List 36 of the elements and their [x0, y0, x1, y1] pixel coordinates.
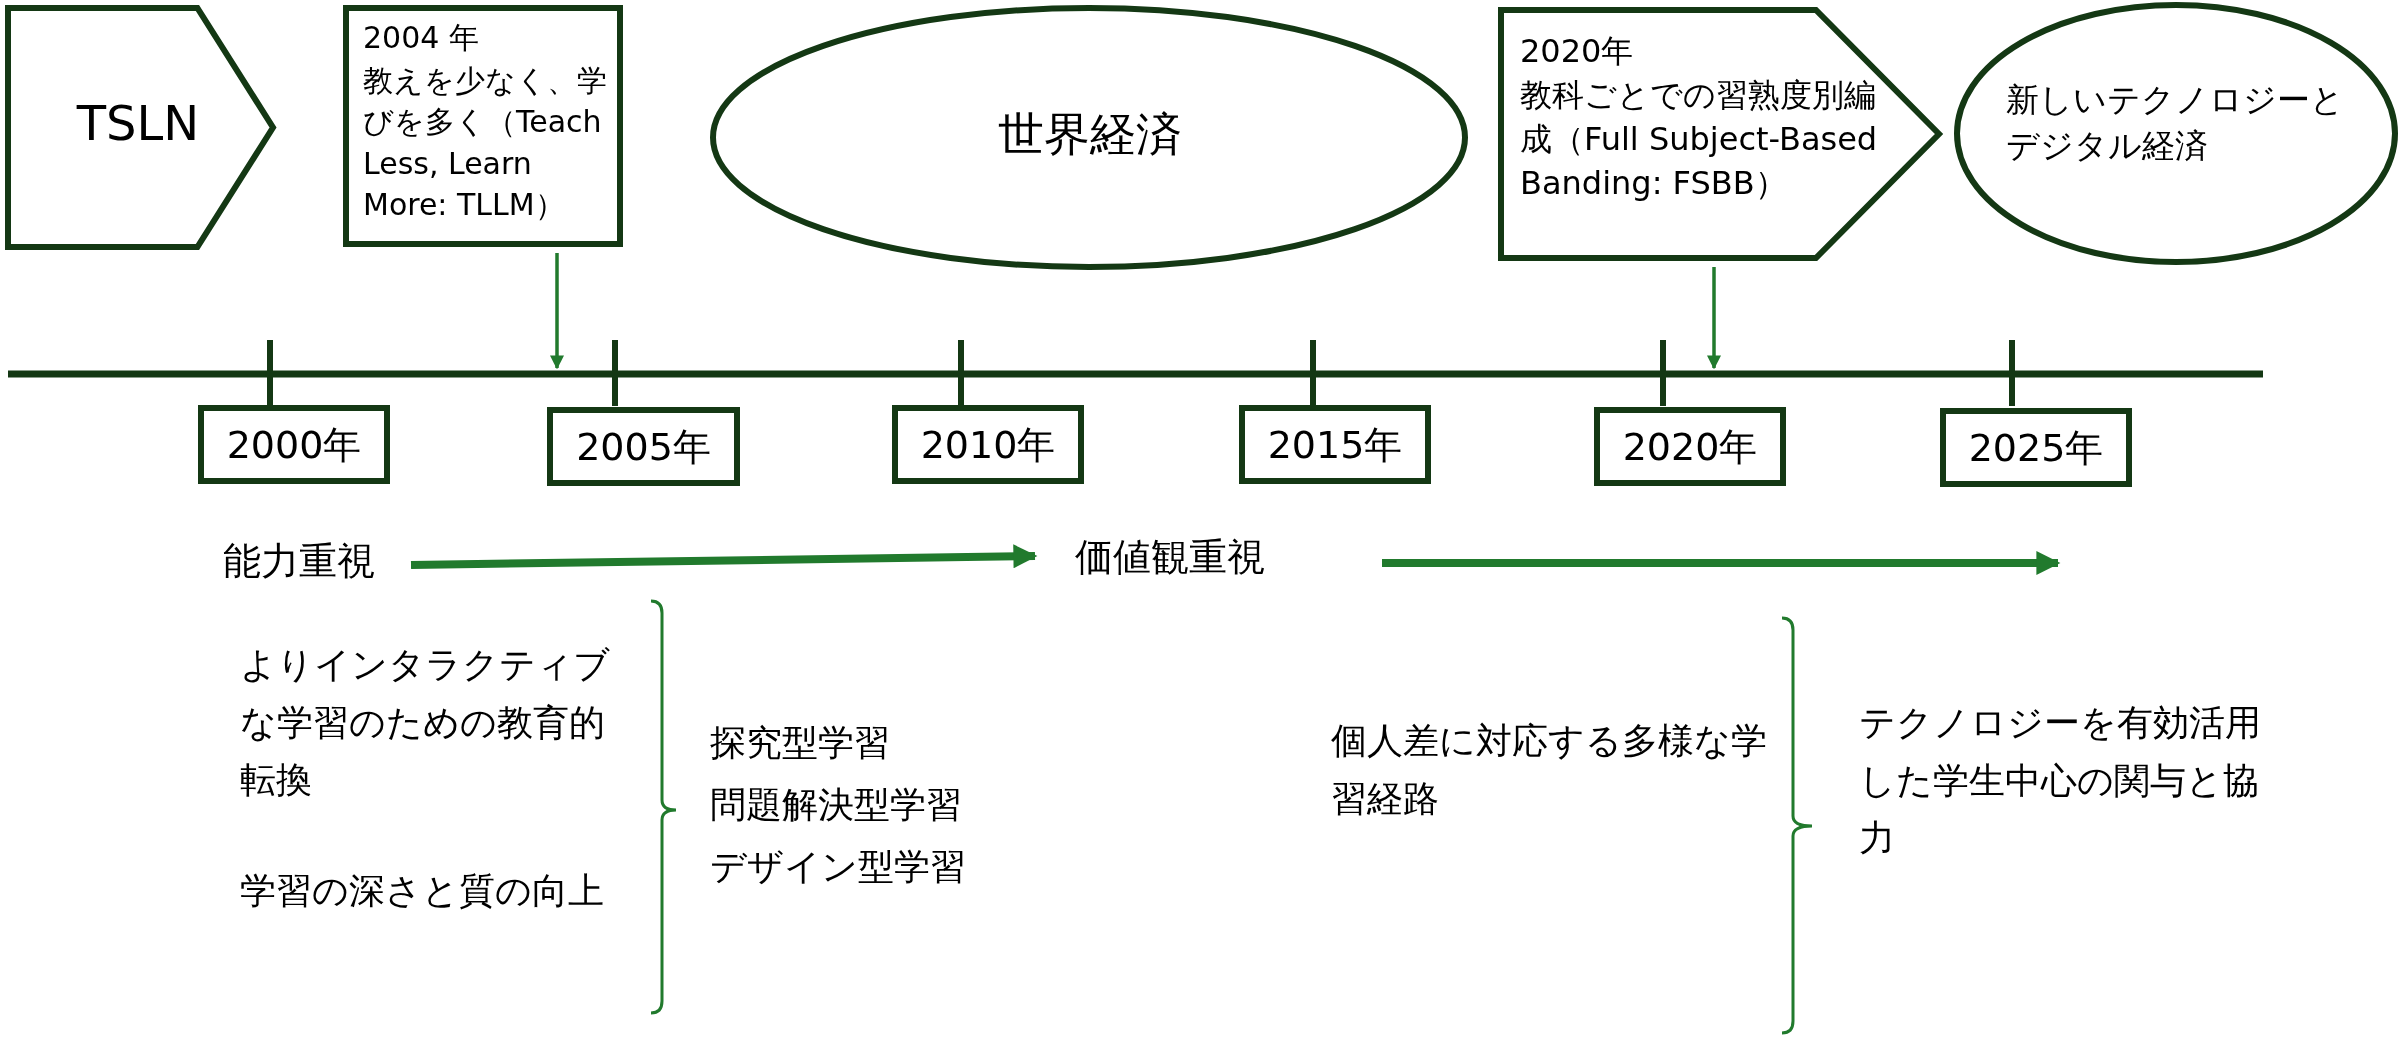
node-text: 2025年 [1967, 425, 2105, 472]
node-title: 2020年 [1520, 31, 1635, 72]
node-text: 世界経済 [997, 106, 1183, 163]
year-box [1594, 407, 1786, 486]
arrow [550, 253, 564, 370]
year-box [1940, 408, 2132, 487]
year-box [547, 407, 740, 486]
year-box [198, 405, 390, 484]
node-text: 新しいテクノロジーとデジタル経済 [2006, 79, 2345, 167]
ellipse-shape [1954, 2, 2398, 265]
node-text: 2005年 [575, 424, 712, 471]
pentagon-shape [5, 5, 276, 250]
note-text: テクノロジーを有効活用した学生中心の関与と協力 [1859, 701, 2262, 861]
note-text: 探究型学習 [710, 721, 891, 765]
node-text: 2015年 [1266, 422, 1404, 469]
node-text: 教科ごとでの習熟度別編成（Full Subject-Based Banding: FSBB） [1520, 75, 1879, 205]
text-label: 価値観重視 [1047, 526, 1292, 588]
node-text: 2010年 [919, 422, 1057, 469]
node-text: 2020年 [1621, 424, 1759, 471]
pentagon-shape [1498, 7, 1942, 261]
node-text: TSLN [75, 94, 201, 153]
note-text: 学習の深さと質の向上 [240, 869, 605, 913]
text-label: 能力重視 [196, 530, 401, 592]
node-text: 2000年 [225, 422, 363, 469]
arrow [410, 544, 1038, 569]
event-box [343, 5, 623, 247]
note-text: よりインタラクティブな学習のための教育的転換 [240, 643, 610, 803]
note-text: 個人差に対応する多様な学習経路 [1331, 719, 1768, 821]
node-text: 教えを少なく、学びを多く（Teach Less, Learn More: TLLM） [363, 62, 608, 225]
arrow [1707, 267, 1721, 370]
ellipse-shape [710, 5, 1468, 270]
year-box [892, 405, 1084, 484]
year-box [1239, 405, 1431, 484]
note-text: 問題解決型学習 [710, 783, 963, 827]
node-title: 2004 年 [363, 19, 480, 57]
note-text: デザイン型学習 [710, 845, 967, 889]
